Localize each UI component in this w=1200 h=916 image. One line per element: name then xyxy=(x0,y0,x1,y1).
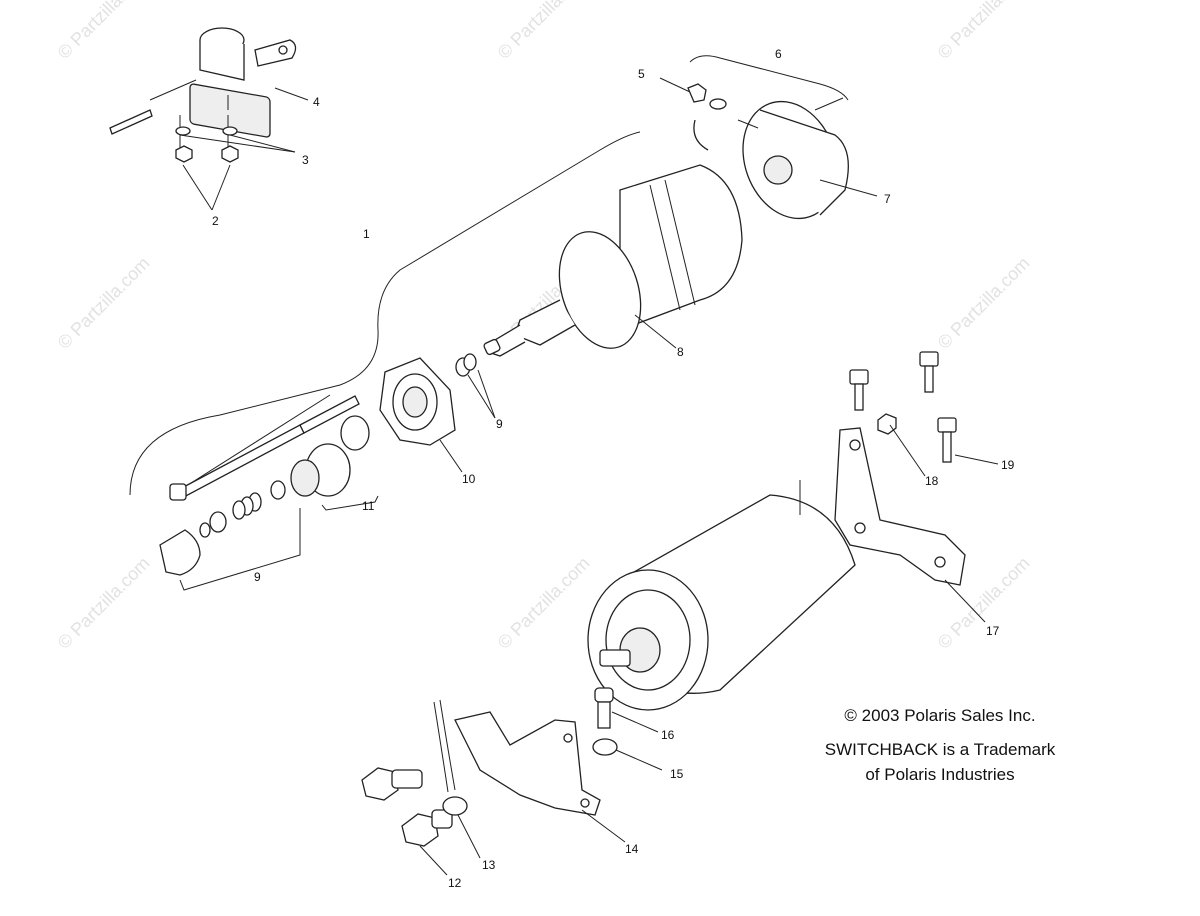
callout-10: 10 xyxy=(462,472,476,486)
pinion-gear xyxy=(290,443,379,511)
callout-5: 5 xyxy=(638,67,645,81)
callout-1: 1 xyxy=(363,227,370,241)
watermark: © Partzilla.com xyxy=(54,253,154,353)
end-cover xyxy=(687,55,849,220)
leader-lines xyxy=(179,77,999,876)
callout-2: 2 xyxy=(212,214,219,228)
trademark-line: SWITCHBACK is a Trademark xyxy=(824,740,1056,759)
thru-bolt xyxy=(169,395,360,501)
copyright-line: © 2003 Polaris Sales Inc. xyxy=(844,706,1036,725)
callout-18: 18 xyxy=(925,474,939,488)
callout-16: 16 xyxy=(661,728,675,742)
callout-11: 11 xyxy=(362,499,375,513)
callout-7: 7 xyxy=(884,192,891,206)
callout-labels: 1 2 3 4 5 6 7 8 9 9 10 11 12 13 14 15 16… xyxy=(212,47,1015,890)
assembly-brace xyxy=(129,131,641,496)
watermark: © Partzilla.com xyxy=(494,553,594,653)
mounting-bracket xyxy=(834,351,966,586)
callout-14: 14 xyxy=(625,842,639,856)
callout-15: 15 xyxy=(670,767,684,781)
callout-19: 19 xyxy=(1001,458,1015,472)
callout-8: 8 xyxy=(677,345,684,359)
callout-12: 12 xyxy=(448,876,462,890)
lower-bracket xyxy=(361,687,618,847)
drive-end-plate xyxy=(179,357,456,491)
callout-9-upper: 9 xyxy=(496,417,503,431)
watermark: © Partzilla.com xyxy=(494,0,594,63)
armature xyxy=(483,164,743,357)
callout-4: 4 xyxy=(313,95,320,109)
callout-6: 6 xyxy=(775,47,782,61)
watermark: © Partzilla.com xyxy=(934,0,1034,63)
watermark: © Partzilla.com xyxy=(54,0,154,63)
watermark: © Partzilla.com xyxy=(54,553,154,653)
callout-9-lower: 9 xyxy=(254,570,261,584)
callout-17: 17 xyxy=(986,624,1000,638)
starter-motor xyxy=(587,480,856,711)
spring-and-cap xyxy=(159,480,301,591)
trademark-owner-line: of Polaris Industries xyxy=(865,765,1015,784)
washer-set-upper xyxy=(455,353,477,377)
callout-13: 13 xyxy=(482,858,496,872)
watermark: © Partzilla.com xyxy=(934,253,1034,353)
solenoid-relay xyxy=(109,27,297,163)
callout-3: 3 xyxy=(302,153,309,167)
